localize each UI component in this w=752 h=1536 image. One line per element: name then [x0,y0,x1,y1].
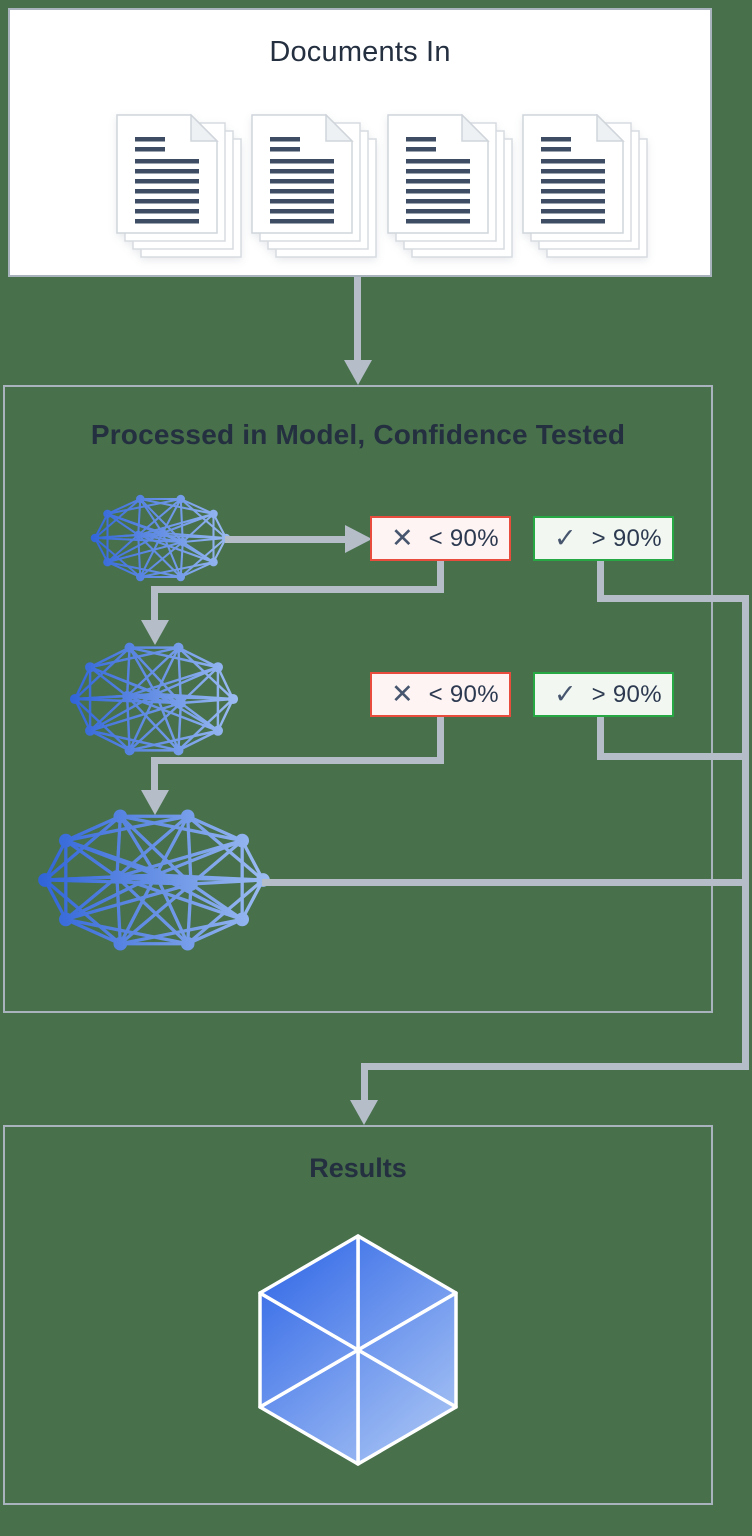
arrow-down-icon [350,1100,378,1125]
network-graph-icon-medium [69,642,239,756]
confidence-pass-label: > 90% [591,680,662,708]
connector-net1-to-fail1 [225,536,347,543]
connector-fail1-down [437,559,444,590]
connector-docs-to-model [354,277,361,362]
document-stack-icon [116,114,242,258]
x-icon: ✕ [391,523,414,553]
connector-pass2-down [597,715,604,760]
connector-fail1-horizontal [151,586,444,593]
connector-fail2-to-net3 [151,761,158,792]
network-graph-icon-large [38,809,270,951]
arrow-right-icon [345,525,372,553]
document-stack-icon [251,114,377,258]
connector-to-results [361,1063,368,1103]
connector-fail2-horizontal [151,757,444,764]
processing-panel: Processed in Model, Confidence Tested [3,385,713,1013]
connector-pass1-down [597,559,604,602]
arrow-down-icon [141,620,169,645]
confidence-pass-badge-1: ✓ > 90% [533,516,674,561]
connector-fail1-to-net2 [151,590,158,622]
connector-pass1-horizontal [597,595,749,602]
confidence-fail-label: < 90% [428,680,499,708]
document-stack-icon [522,114,648,258]
documents-in-panel: Documents In [8,8,712,277]
x-icon: ✕ [391,679,414,709]
results-panel: Results [3,1125,713,1505]
connector-collector-horizontal [361,1063,749,1070]
confidence-fail-badge-2: ✕ < 90% [370,672,511,717]
confidence-pass-badge-2: ✓ > 90% [533,672,674,717]
arrow-down-icon [141,790,169,815]
processing-title: Processed in Model, Confidence Tested [90,419,626,450]
check-icon: ✓ [554,679,577,709]
document-stack-icon [387,114,513,258]
connector-fail2-down [437,715,444,764]
result-hexagon-icon [258,1234,458,1466]
connector-collector-vertical [742,595,749,1070]
arrow-down-icon [344,360,372,385]
confidence-fail-badge-1: ✕ < 90% [370,516,511,561]
confidence-pass-label: > 90% [591,524,662,552]
confidence-fail-label: < 90% [428,524,499,552]
check-icon: ✓ [554,523,577,553]
documents-in-title: Documents In [269,36,451,68]
connector-net3-output [262,879,749,886]
network-graph-icon-small [90,494,231,582]
connector-pass2-horizontal [597,753,749,760]
results-title: Results [309,1153,407,1183]
